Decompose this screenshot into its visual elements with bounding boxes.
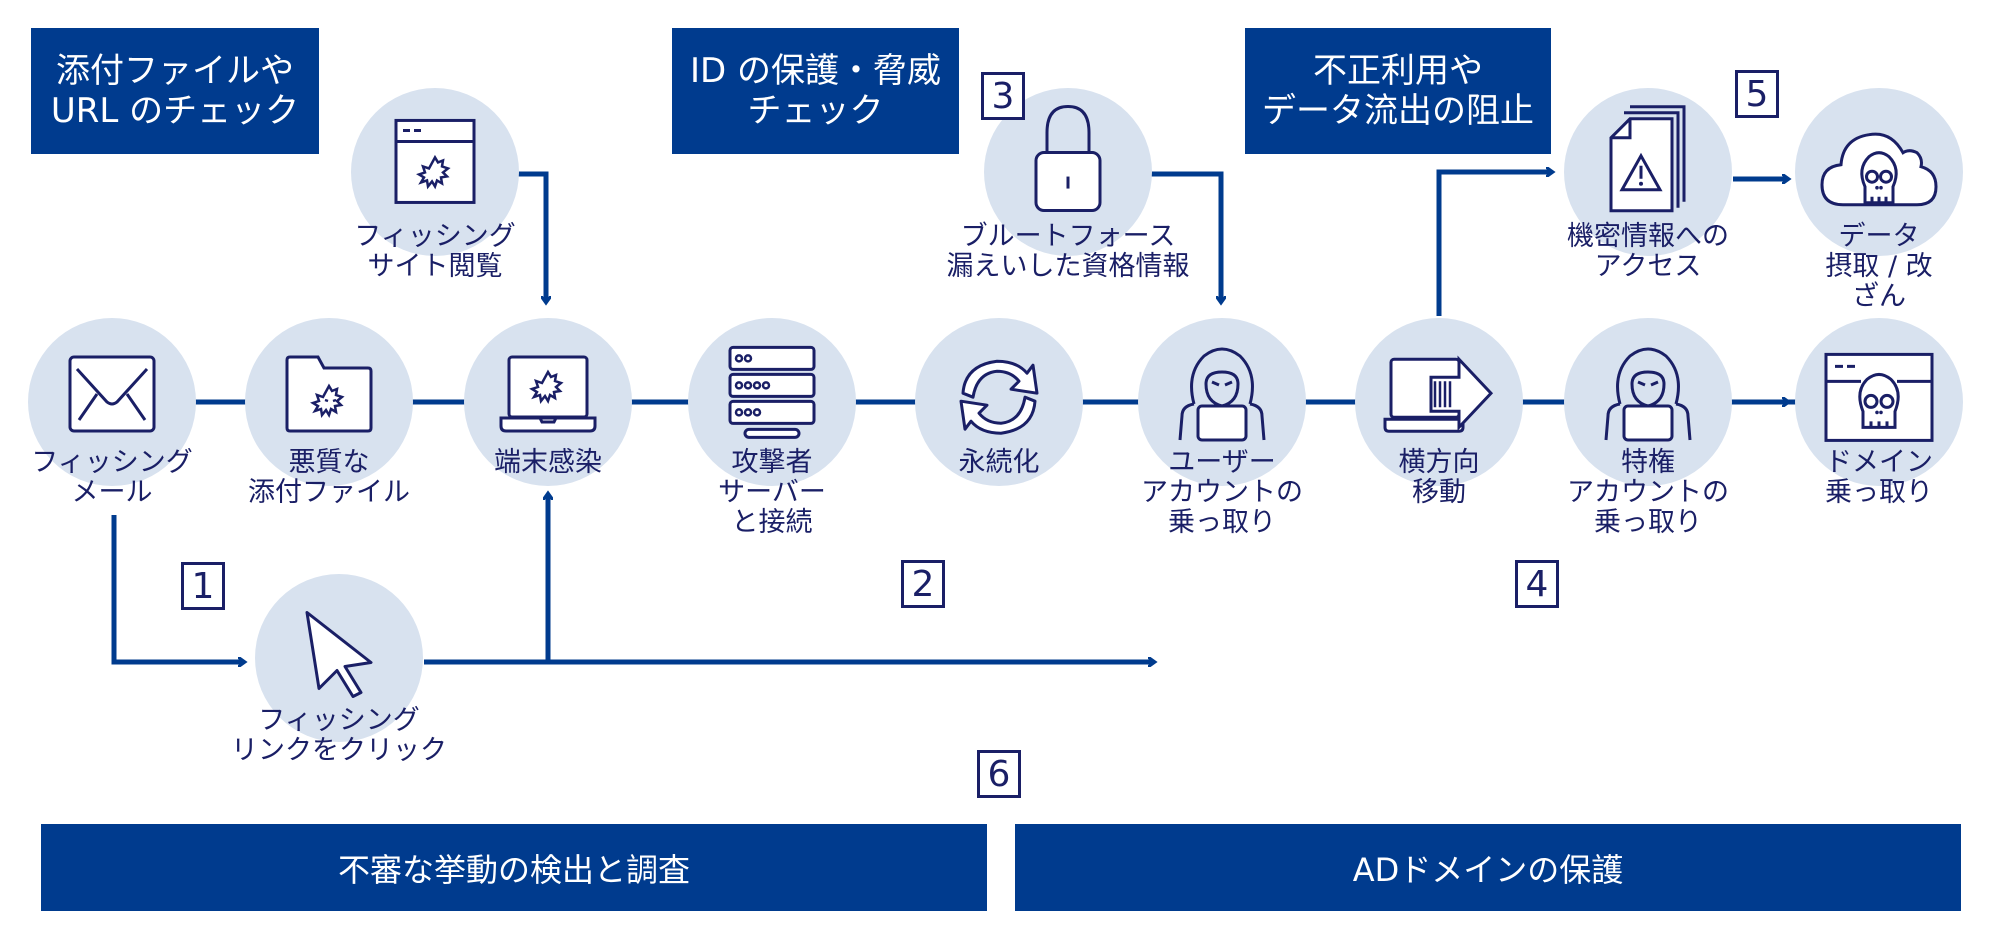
arrow-mail-to-click: [111, 515, 244, 662]
label-user-account-takeover: ユーザー アカウントの 乗っ取り: [1141, 447, 1303, 538]
node-attacker-server: [688, 318, 856, 486]
laptop-arrow-icon: [1383, 355, 1494, 433]
arrow-site-to-infection: [518, 171, 546, 302]
label-phishing-link: フィッシング リンクをクリック: [231, 705, 447, 766]
node-phishing-link: [255, 574, 423, 742]
refresh-cycle-icon: [959, 359, 1039, 435]
padlock-icon: [1034, 105, 1102, 213]
step-number-1: 1: [181, 562, 225, 610]
malware-folder-icon: [285, 355, 373, 433]
step-number-3: 3: [981, 72, 1025, 120]
step-number-6: 6: [977, 750, 1021, 798]
step-number-5: 5: [1735, 70, 1779, 118]
node-lateral-movement: [1355, 318, 1523, 486]
label-persistence: 永続化: [958, 447, 1040, 478]
label-phishing-mail: フィッシング メール: [31, 447, 193, 508]
envelope-icon: [68, 355, 156, 433]
hacker-icon: [1178, 347, 1266, 442]
label-domain-takeover: ドメイン 乗っ取り: [1825, 447, 1933, 508]
label-privileged-account-takeover: 特権 アカウントの 乗っ取り: [1567, 447, 1729, 538]
label-lateral-movement: 横方向 移動: [1398, 447, 1480, 508]
malware-window-icon: [394, 118, 476, 204]
server-icon: [728, 345, 816, 439]
hacker-icon: [1604, 347, 1692, 442]
label-phishing-site: フィッシング サイト閲覧: [354, 221, 516, 282]
bar-detect-investigate: 不審な挙動の検出と調査: [41, 824, 987, 911]
node-malicious-attachment: [245, 318, 413, 486]
step-number-2: 2: [901, 560, 945, 608]
skull-cloud-icon: [1820, 132, 1938, 207]
warning-documents-icon: [1609, 105, 1686, 213]
skull-window-icon: [1824, 352, 1934, 442]
arrow-lock-to-user: [1150, 171, 1221, 302]
node-device-infection: [464, 318, 632, 486]
node-phishing-mail: [28, 318, 196, 486]
label-malicious-attachment: 悪質な 添付ファイル: [248, 447, 410, 508]
step-number-4: 4: [1515, 560, 1559, 608]
node-persistence: [915, 318, 1083, 486]
arrow-lateral-to-confidential: [1436, 172, 1552, 316]
node-phishing-site: [351, 88, 519, 256]
node-data-theft: [1795, 88, 1963, 256]
header-id-protection: ID の保護・脅威 チェック: [672, 28, 959, 154]
header-misuse-exfil-block: 不正利用や データ流出の阻止: [1245, 28, 1551, 154]
node-confidential-access: [1564, 88, 1732, 256]
node-user-account-takeover: [1138, 318, 1306, 486]
bar-ad-domain-protection: ADドメインの保護: [1015, 824, 1961, 911]
header-attachment-url-check: 添付ファイルや URL のチェック: [31, 28, 319, 154]
label-confidential-access: 機密情報への アクセス: [1567, 221, 1729, 282]
node-brute-force: [984, 88, 1152, 256]
infected-laptop-icon: [499, 355, 597, 433]
label-brute-force: ブルートフォース 漏えいした資格情報: [946, 221, 1190, 282]
label-attacker-server: 攻撃者 サーバー と接続: [718, 447, 826, 538]
label-device-infection: 端末感染: [494, 447, 602, 478]
label-data-theft: データ 摂取 / 改ざん: [1825, 221, 1933, 312]
node-privileged-account-takeover: [1564, 318, 1732, 486]
cursor-icon: [305, 611, 373, 698]
node-domain-takeover: [1795, 318, 1963, 486]
